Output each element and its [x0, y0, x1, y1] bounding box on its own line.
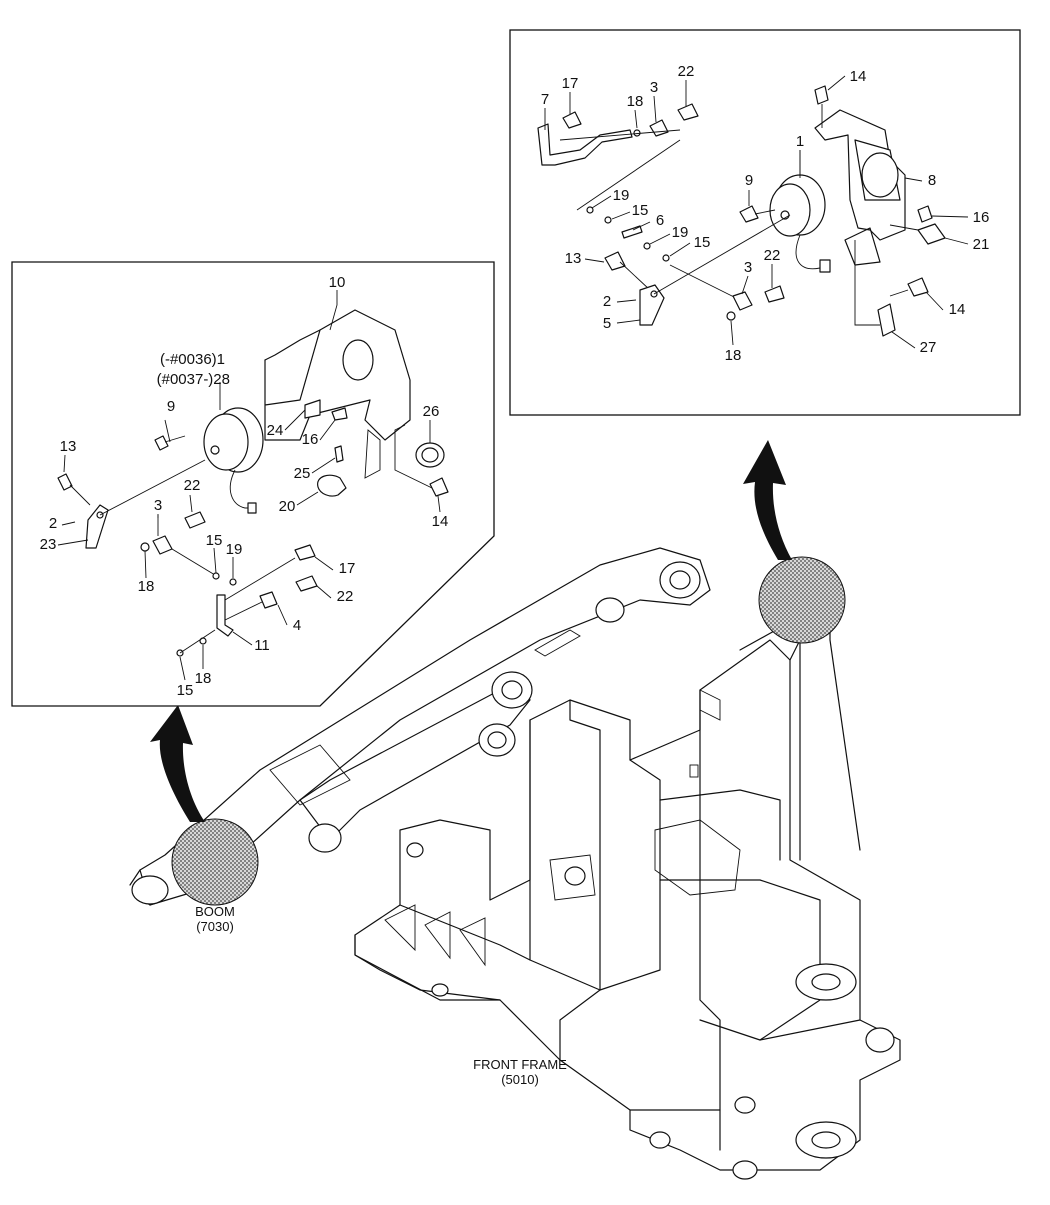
right-callouts: 7 17 18 3 22 14 1 8 9 19 15 6 19 15 13 2… [541, 63, 990, 364]
callout-14: 14 [432, 513, 449, 530]
r-callout-18: 18 [627, 93, 644, 110]
callout-15a: 15 [206, 532, 223, 549]
r-callout-3b: 3 [744, 259, 752, 276]
callout-15b: 15 [177, 682, 194, 699]
callout-20: 20 [279, 498, 296, 515]
frame-detail-circle [758, 556, 846, 644]
callout-16: 16 [302, 431, 319, 448]
boom-detail-arrow [150, 705, 205, 822]
callout-19: 19 [226, 541, 243, 558]
right-detail-panel [509, 29, 1021, 416]
r-callout-6: 6 [656, 212, 664, 229]
callout-11: 11 [254, 637, 270, 654]
r-callout-22: 22 [678, 63, 695, 80]
callout-10: 10 [329, 274, 346, 291]
front-frame-label: FRONT FRAME [473, 1057, 567, 1072]
r-callout-8: 8 [928, 172, 936, 189]
r-callout-19b: 19 [672, 224, 689, 241]
r-callout-3: 3 [650, 79, 658, 96]
boom-label: BOOM [195, 904, 235, 919]
r-callout-19a: 19 [613, 187, 630, 204]
boom-code: (7030) [196, 919, 234, 934]
callout-24: 24 [267, 422, 284, 439]
callout-18a: 18 [138, 578, 155, 595]
r-callout-15b: 15 [694, 234, 711, 251]
callout-23: 23 [40, 536, 57, 553]
r-callout-13: 13 [565, 250, 582, 267]
r-callout-9: 9 [745, 172, 753, 189]
front-frame-drawing [129, 547, 901, 1180]
r-callout-22b: 22 [764, 247, 781, 264]
callout-13: 13 [60, 438, 77, 455]
left-detail-panel [11, 261, 495, 707]
r-callout-5: 5 [603, 315, 611, 332]
boom-detail-circle [171, 818, 259, 906]
r-callout-21: 21 [973, 236, 990, 253]
r-callout-1: 1 [796, 133, 804, 150]
callout-3: 3 [154, 497, 162, 514]
detail-markers [150, 440, 846, 906]
front-frame-code: (5010) [501, 1072, 539, 1087]
left-callouts: 10 (-#0036)1 (#0037-)28 9 13 2 23 3 22 1… [40, 274, 449, 699]
r-callout-2: 2 [603, 293, 611, 310]
callout-26: 26 [423, 403, 440, 420]
r-callout-16: 16 [973, 209, 990, 226]
r-callout-14b: 14 [949, 301, 966, 318]
callout-18b: 18 [195, 670, 212, 687]
r-callout-18b: 18 [725, 347, 742, 364]
callout-22b: 22 [337, 588, 354, 605]
callout-sensor-early: (-#0036)1 [160, 351, 225, 368]
callout-sensor-late: (#0037-)28 [157, 371, 230, 388]
callout-9: 9 [167, 398, 175, 415]
callout-17: 17 [339, 560, 356, 577]
r-callout-27: 27 [920, 339, 937, 356]
r-callout-17: 17 [562, 75, 579, 92]
r-callout-14a: 14 [850, 68, 867, 85]
frame-detail-arrow [743, 440, 792, 560]
callout-4: 4 [293, 617, 301, 634]
r-callout-7: 7 [541, 91, 549, 108]
callout-2: 2 [49, 515, 57, 532]
callout-25: 25 [294, 465, 311, 482]
r-callout-15a: 15 [632, 202, 649, 219]
callout-22a: 22 [184, 477, 201, 494]
